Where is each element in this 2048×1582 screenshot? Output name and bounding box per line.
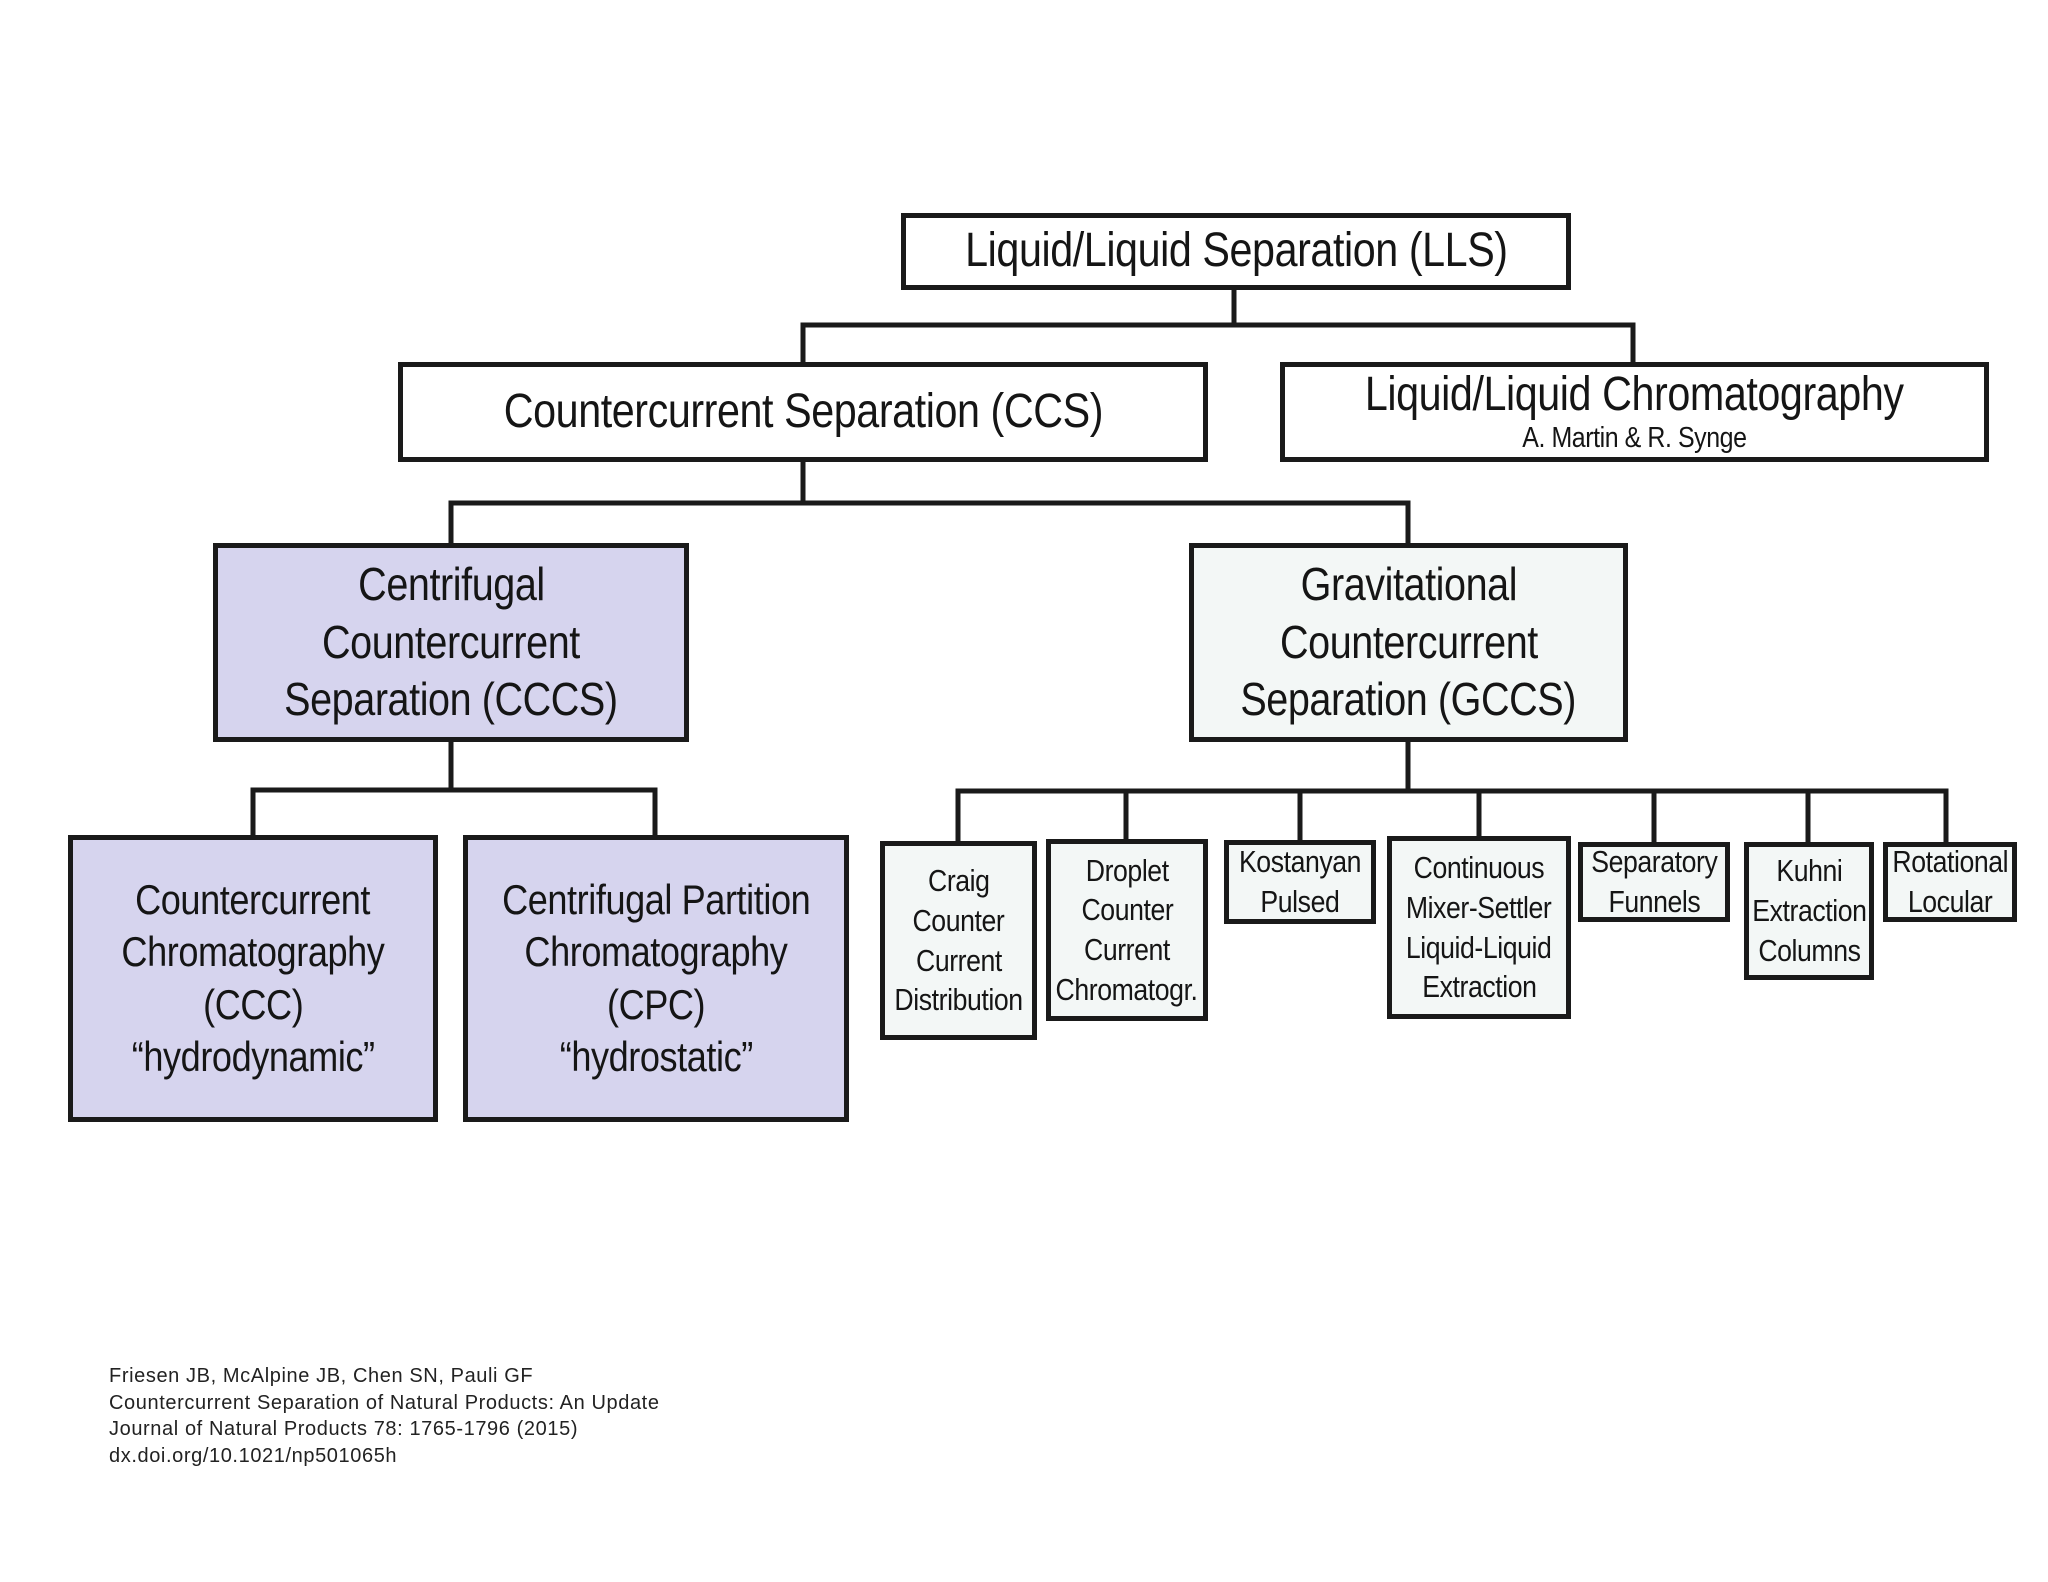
node-llc-line-1: Liquid/Liquid Chromatography (1365, 367, 1904, 421)
node-ccs: Countercurrent Separation (CCS) (398, 362, 1208, 462)
node-craig-line-4: Distribution (894, 982, 1023, 1018)
node-gccs-line-3: Separation (GCCS) (1240, 673, 1577, 726)
citation-doi: dx.doi.org/10.1021/np501065h (109, 1444, 398, 1467)
node-gccs: Gravitational Countercurrent Separation … (1189, 543, 1628, 742)
node-cccs-line-2: Countercurrent (322, 615, 580, 668)
node-craig-line-1: Craig (927, 863, 990, 899)
node-gccs-line-1: Gravitational (1300, 558, 1517, 611)
node-droplet-line-2: Counter (1081, 892, 1173, 928)
citation-journal: Journal of Natural Products 78: 1765-179… (109, 1418, 579, 1440)
citation: Friesen JB, McAlpine JB, Chen SN, Pauli … (109, 1363, 660, 1469)
node-mixer-line-2: Mixer-Settler (1406, 889, 1552, 925)
connector-gccs (955, 739, 1949, 845)
node-craig: Craig Counter Current Distribution (880, 841, 1037, 1040)
node-ccc: Countercurrent Chromatography (CCC) “hyd… (68, 835, 438, 1122)
node-lls-line-1: Liquid/Liquid Separation (LLS) (964, 224, 1508, 278)
node-kostanyan: Kostanyan Pulsed (1224, 840, 1376, 924)
node-mixer-settler: Continuous Mixer-Settler Liquid-Liquid E… (1387, 836, 1571, 1019)
node-cpc-line-3: (CPC) (606, 980, 706, 1028)
citation-authors: Friesen JB, McAlpine JB, Chen SN, Pauli … (109, 1365, 534, 1387)
node-kuhni-line-1: Kuhni (1775, 853, 1843, 889)
node-llc: Liquid/Liquid Chromatography A. Martin &… (1280, 362, 1989, 462)
node-ccc-line-3: (CCC) (202, 980, 304, 1028)
node-ccc-line-4: “hydrodynamic” (131, 1032, 375, 1080)
node-ccc-line-2: Chromatography (121, 928, 385, 976)
node-ccc-line-1: Countercurrent (135, 876, 371, 924)
node-gccs-line-2: Countercurrent (1279, 615, 1538, 668)
node-cpc: Centrifugal Partition Chromatography (CP… (463, 835, 849, 1122)
node-cpc-line-4: “hydrostatic” (559, 1032, 753, 1080)
node-lls: Liquid/Liquid Separation (LLS) (901, 213, 1571, 290)
citation-title: Countercurrent Separation of Natural Pro… (109, 1391, 660, 1414)
node-cccs-line-1: Centrifugal (357, 558, 545, 611)
node-craig-line-3: Current (915, 942, 1002, 978)
node-separatory-funnels: Separatory Funnels (1578, 842, 1730, 922)
node-cpc-line-1: Centrifugal Partition (501, 876, 811, 924)
node-kuhni-line-2: Extraction (1751, 893, 1867, 929)
node-rotational-line-2: Locular (1907, 884, 1993, 919)
node-mixer-line-4: Extraction (1421, 969, 1537, 1005)
node-craig-line-2: Counter (912, 902, 1005, 938)
node-cccs-line-3: Separation (CCCS) (284, 673, 618, 726)
node-droplet-line-1: Droplet (1085, 852, 1169, 888)
node-kuhni: Kuhni Extraction Columns (1744, 842, 1874, 980)
node-cccs: Centrifugal Countercurrent Separation (C… (213, 543, 689, 742)
node-llc-subtitle: A. Martin & R. Synge (1522, 421, 1747, 454)
node-cpc-line-2: Chromatography (524, 928, 788, 976)
node-rotational-locular: Rotational Locular (1883, 842, 2017, 922)
node-droplet-line-4: Chromatogr. (1056, 971, 1198, 1007)
node-mixer-line-1: Continuous (1413, 850, 1545, 886)
connector-lls (800, 287, 1636, 365)
node-kostanyan-line-1: Kostanyan (1238, 844, 1362, 880)
node-kuhni-line-3: Columns (1757, 932, 1861, 968)
node-ccs-line-1: Countercurrent Separation (CCS) (503, 384, 1103, 438)
node-mixer-line-3: Liquid-Liquid (1406, 929, 1552, 965)
node-rotational-line-1: Rotational (1892, 844, 2008, 880)
node-funnels-line-2: Funnels (1608, 884, 1700, 919)
node-droplet: Droplet Counter Current Chromatogr. (1046, 839, 1208, 1021)
node-kostanyan-line-2: Pulsed (1260, 884, 1340, 919)
connector-cccs (250, 739, 658, 838)
connector-ccs (448, 459, 1411, 546)
node-funnels-line-1: Separatory (1590, 844, 1718, 880)
node-droplet-line-3: Current (1084, 932, 1170, 967)
